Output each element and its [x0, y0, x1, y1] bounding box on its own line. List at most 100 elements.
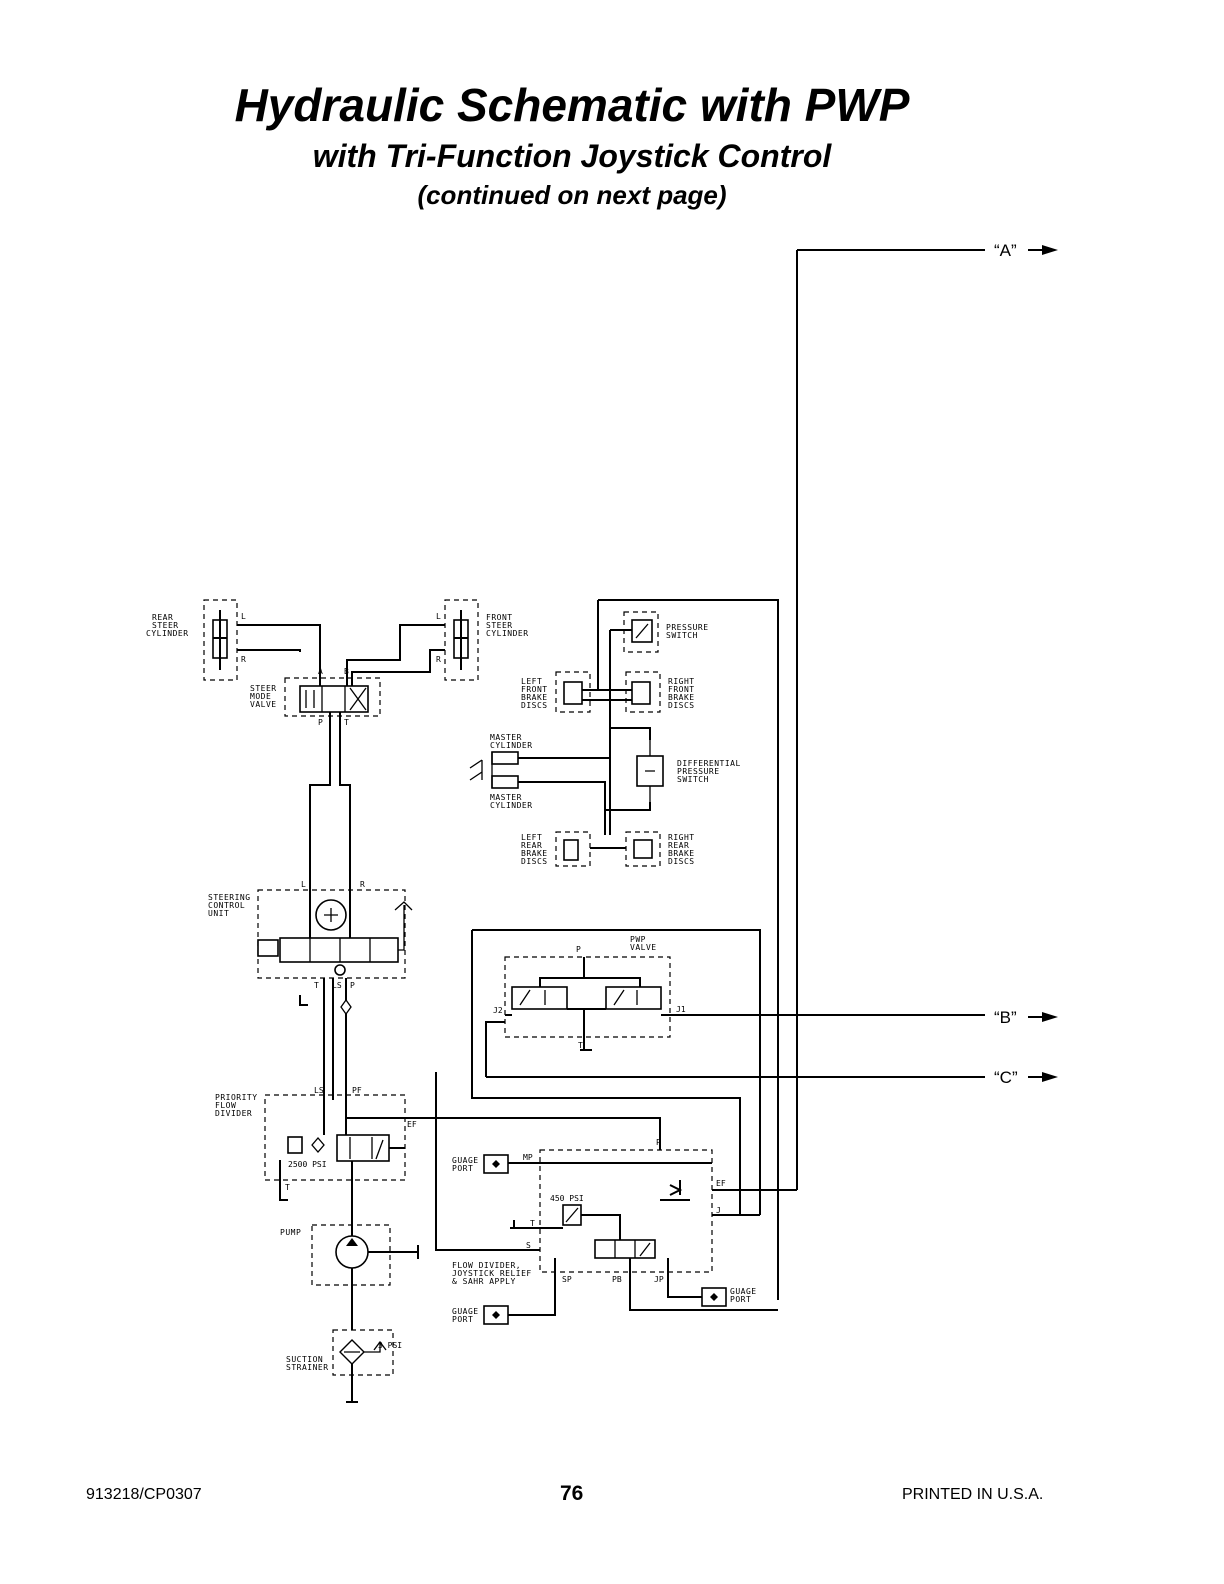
right-front-brake-label-4: DISCS [668, 701, 695, 710]
front-steer-cylinder-label-2: STEER [486, 621, 513, 630]
flow-divider-label-3: & SAHR APPLY [452, 1277, 516, 1286]
steer-mode-valve [237, 624, 445, 717]
left-rear-brake-label-3: BRAKE [521, 849, 548, 858]
pressure-switch-label-1: PRESSURE [666, 623, 709, 632]
front-cyl-port-l: L [436, 612, 441, 621]
flow-divider-joystick-relief [435, 1072, 797, 1316]
footer-printed: PRINTED IN U.S.A. [902, 1486, 1044, 1503]
left-front-brake-label-1: LEFT [521, 677, 542, 686]
rear-steer-cylinder-label-2: STEER [152, 621, 179, 630]
scu-port-r: R [360, 880, 365, 889]
guage-port-1-label-1: GUAGE [452, 1156, 479, 1165]
steering-control-unit [257, 889, 413, 979]
fd-port-pb: PB [612, 1275, 622, 1284]
front-cyl-port-r: R [436, 655, 441, 664]
connection-b-label: “B” [994, 1008, 1017, 1027]
pwp-port-j1: J1 [676, 1005, 686, 1014]
left-rear-brake-label-4: DISCS [521, 857, 548, 866]
pump-label: PUMP [280, 1228, 301, 1237]
connection-c-label: “C” [994, 1068, 1018, 1087]
fd-port-mp: MP [523, 1153, 533, 1162]
page-title: Hydraulic Schematic with PWP [234, 79, 910, 131]
pwp-valve-label-2: VALVE [630, 943, 657, 952]
steer-mode-valve-label-1: STEER [250, 684, 277, 693]
master-cylinder-top-label-2: CYLINDER [490, 741, 533, 750]
pfd-port-ef: EF [407, 1120, 417, 1129]
left-rear-brake-label-2: REAR [521, 841, 542, 850]
rear-cyl-port-l: L [241, 612, 246, 621]
scu-port-t: T [314, 981, 319, 990]
suction-strainer [332, 1329, 394, 1403]
fd-port-ef: EF [716, 1179, 726, 1188]
priority-flow-divider [264, 1094, 436, 1240]
suction-strainer-label-1: SUCTION [286, 1355, 323, 1364]
steering-control-unit-label-3: UNIT [208, 909, 229, 918]
pfd-port-pf: PF [352, 1086, 362, 1095]
smv-port-p: P [318, 718, 323, 727]
left-front-brake-label-2: FRONT [521, 685, 548, 694]
rear-cyl-port-r: R [241, 655, 246, 664]
pfd-port-ls: LS [314, 1086, 324, 1095]
connection-a-label: “A” [994, 241, 1017, 260]
fd-port-sp: SP [562, 1275, 572, 1284]
left-front-brake-label-4: DISCS [521, 701, 548, 710]
steering-control-unit-label-1: STEERING [208, 893, 251, 902]
rear-steer-cylinder-label-3: CYLINDER [146, 629, 189, 638]
guage-port-2-label-2: PORT [452, 1315, 473, 1324]
right-rear-brake-label-4: DISCS [668, 857, 695, 866]
pump [311, 1224, 419, 1330]
guage-port-2-label-1: GUAGE [452, 1307, 479, 1316]
fd-port-s: S [526, 1241, 531, 1250]
differential-pressure-switch-label-2: PRESSURE [677, 767, 720, 776]
master-cylinder-bottom-label-1: MASTER [490, 793, 522, 802]
pwp-valve [471, 929, 761, 1215]
flow-divider-label-1: FLOW DIVIDER, [452, 1261, 521, 1270]
suction-strainer-label-2: STRAINER [286, 1363, 329, 1372]
guage-port-1-label-2: PORT [452, 1164, 473, 1173]
footer-page-number: 76 [560, 1482, 584, 1505]
right-front-brake-label-1: RIGHT [668, 677, 695, 686]
steering-control-unit-label-2: CONTROL [208, 901, 245, 910]
differential-pressure-switch-label-1: DIFFERENTIAL [677, 759, 741, 768]
scu-port-l: L [301, 880, 306, 889]
rear-steer-cylinder [203, 599, 238, 681]
fd-port-jp: JP [654, 1275, 664, 1284]
scu-port-ls: LS [332, 981, 342, 990]
brake-circuit [469, 599, 779, 1300]
footer-doc-number: 913218/CP0307 [86, 1486, 202, 1503]
strainer-rating: 3 PSI [378, 1341, 402, 1350]
scu-lines [299, 978, 347, 1100]
right-front-brake-label-2: FRONT [668, 685, 695, 694]
pwp-port-p: P [576, 945, 581, 954]
master-cylinder-bottom-label-2: CYLINDER [490, 801, 533, 810]
continued-note: (continued on next page) [417, 180, 727, 210]
connection-lines [486, 245, 1058, 1190]
left-front-brake-label-3: BRAKE [521, 693, 548, 702]
guage-port-3-label-2: PORT [730, 1295, 751, 1304]
steer-mode-valve-label-3: VALVE [250, 700, 277, 709]
pfd-relief-rating: 2500 PSI [288, 1160, 327, 1169]
priority-flow-divider-label-2: FLOW [215, 1101, 236, 1110]
front-steer-cylinder-label-3: CYLINDER [486, 629, 529, 638]
flow-divider-label-2: JOYSTICK RELIEF [452, 1269, 532, 1278]
front-steer-cylinder [444, 599, 479, 681]
differential-pressure-switch-label-3: SWITCH [677, 775, 709, 784]
fd-relief-rating: 450 PSI [550, 1194, 584, 1203]
pwp-valve-label-1: PWP [630, 935, 646, 944]
page-subtitle: with Tri-Function Joystick Control [312, 138, 832, 174]
pwp-port-j2: J2 [493, 1006, 503, 1015]
master-cylinder-top-label-1: MASTER [490, 733, 522, 742]
rear-steer-cylinder-label-1: REAR [152, 613, 173, 622]
right-rear-brake-label-3: BRAKE [668, 849, 695, 858]
guage-port-3-label-1: GUAGE [730, 1287, 757, 1296]
fd-port-p: P [656, 1138, 661, 1147]
front-steer-cylinder-label-1: FRONT [486, 613, 513, 622]
steer-mode-valve-label-2: MODE [250, 692, 271, 701]
pwp-port-t: T [578, 1041, 583, 1050]
smv-port-a: A [318, 667, 323, 676]
fd-port-t: T [530, 1219, 535, 1228]
priority-flow-divider-label-3: DIVIDER [215, 1109, 252, 1118]
pressure-switch-label-2: SWITCH [666, 631, 698, 640]
pfd-port-t: T [285, 1183, 290, 1192]
